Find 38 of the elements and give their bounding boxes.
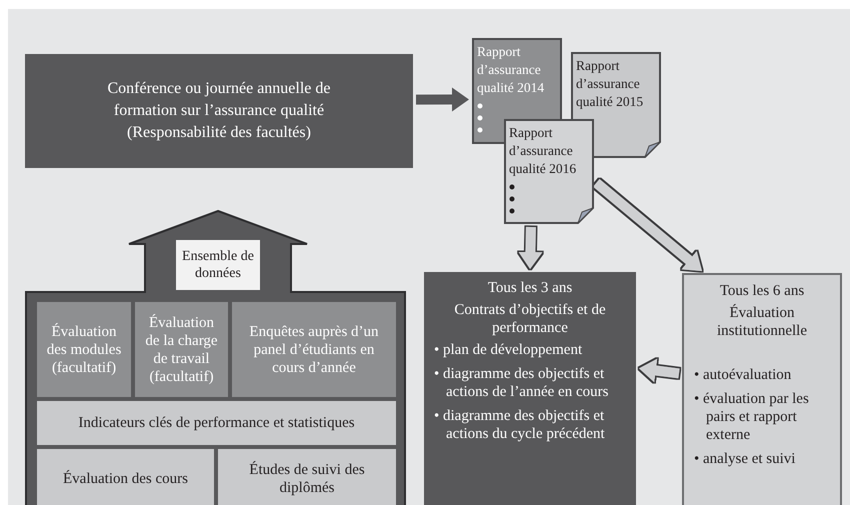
process-box — [424, 272, 636, 505]
data-house-arrow — [25, 210, 406, 505]
report-document — [571, 52, 661, 158]
box-note: (Responsabilité des facultés) — [126, 123, 312, 143]
box-text: Conférence ou journée annuelle de formation sur l’assurance qualité — [106, 79, 332, 121]
frequency-heading: Tous les 3 ans — [486, 279, 574, 297]
data-source-box — [218, 449, 396, 505]
list-item: • diagramme des objectifs et actions du cycle précédent — [434, 407, 606, 443]
data-source-box — [37, 401, 396, 445]
report-title: Rapport d’assurance qualité 2015 — [576, 57, 644, 111]
box-text: Évaluation de la charge de travail (facultatif) — [144, 314, 219, 386]
box-text: Indicateurs clés de performance et statistiques — [78, 414, 355, 432]
data-source-box — [37, 302, 131, 397]
data-source-box — [135, 302, 228, 397]
data-set-label: Ensemble de données — [176, 240, 260, 290]
box-title: Contrats d’objectifs et de performance — [453, 301, 607, 337]
box-text: Études de suivi des diplômés — [248, 461, 366, 497]
data-source-box — [37, 449, 214, 505]
box-text: Enquêtes auprès d’un panel d’étudiants en cours d’année — [248, 322, 380, 376]
list-item: • autoévaluation — [694, 366, 792, 384]
frequency-heading: Tous les 6 ans — [718, 282, 806, 300]
box-title: Évaluation institutionnelle — [716, 304, 808, 340]
block-arrow — [593, 179, 702, 272]
box-text: Évaluation des cours — [63, 470, 188, 488]
list-item: • analyse et suivi — [694, 450, 796, 468]
process-box — [25, 54, 413, 168]
list-item: • évaluation par les pairs et rapport externe — [694, 390, 810, 444]
box-text: Évaluation des modules (facultatif) — [46, 322, 122, 376]
report-title: Rapport d’assurance qualité 2016 — [509, 124, 578, 178]
block-arrow — [416, 88, 469, 112]
block-arrow — [638, 358, 680, 382]
report-title: Rapport d’assurance qualité 2014 — [477, 43, 546, 97]
list-item: • diagramme des objectifs et actions de l’année en cours — [434, 365, 610, 401]
data-source-box — [232, 302, 396, 397]
process-box — [682, 273, 842, 505]
block-arrow — [518, 226, 542, 269]
report-document — [504, 119, 594, 224]
list-item: • plan de développement — [434, 341, 584, 359]
